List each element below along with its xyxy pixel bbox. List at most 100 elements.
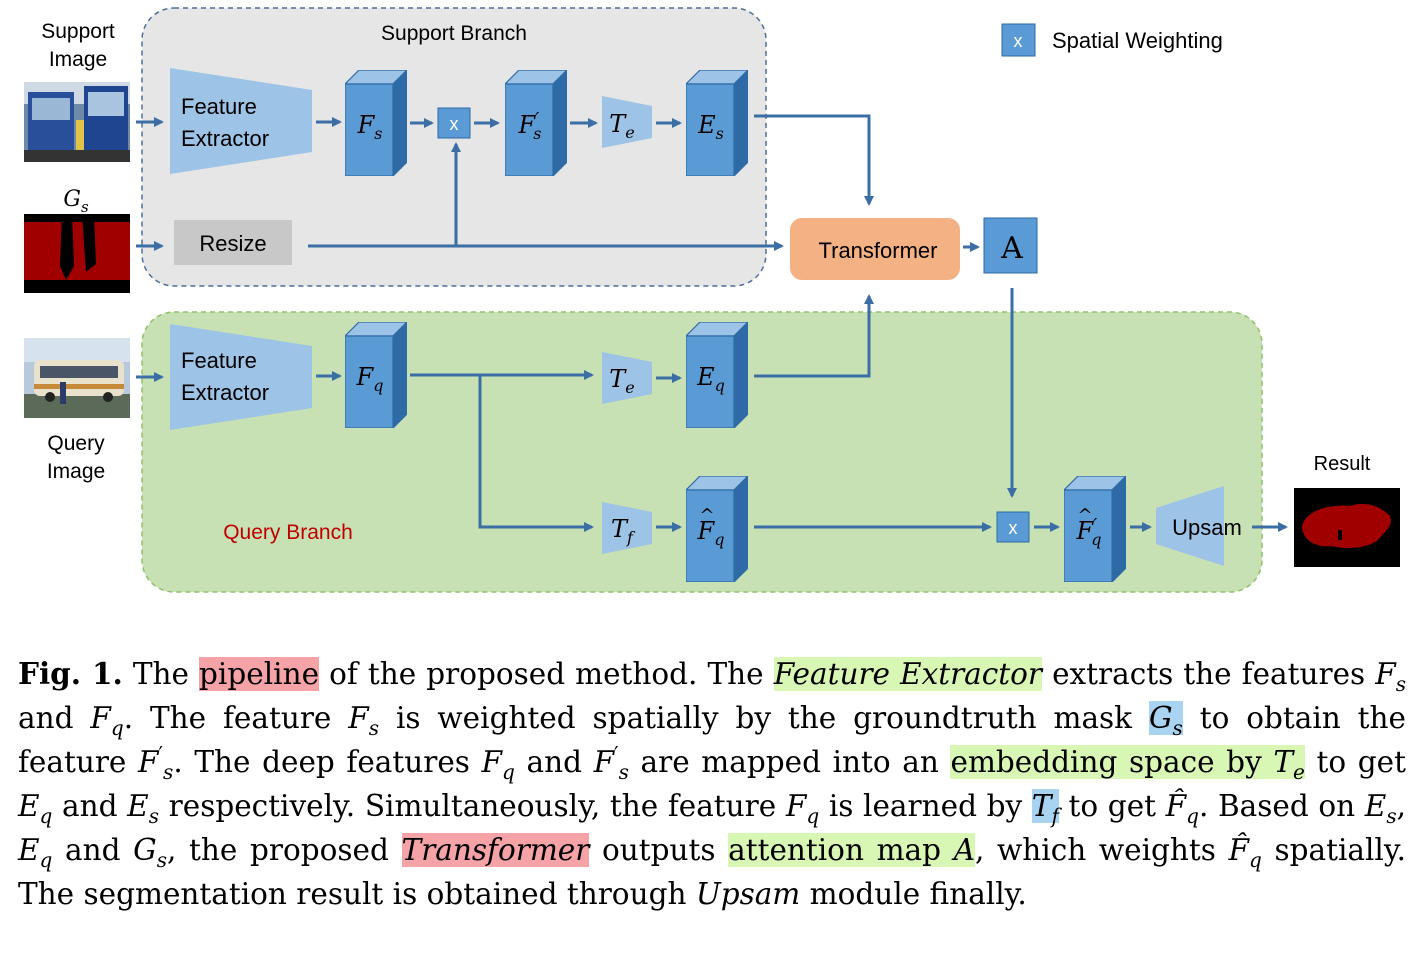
svg-text:x: x [1014,31,1023,51]
svg-text:Fs: Fs [357,111,383,143]
caption-segment: A [953,833,975,867]
caption-segment: F̂q [1228,833,1262,872]
caption-segment: Tf [1031,789,1059,828]
query-image-label-line1: Query [47,432,105,455]
caption-segment: is learned by [819,789,1032,823]
caption-segment: Es [1364,789,1397,828]
flow-arrows [136,114,1288,532]
eq-block: Eq [686,322,748,428]
svg-text:Feature: Feature [181,348,257,373]
svg-text:Tf: Tf [611,515,636,547]
caption-segment: , [1396,789,1407,823]
caption-segment: outputs [589,833,729,867]
svg-text:x: x [1009,518,1018,538]
caption-segment: Fq [481,745,515,784]
svg-text:Fq: Fq [697,517,725,549]
caption-segment: . The feature [123,701,349,735]
caption-segment: spatially. The segmentation result is ob… [18,833,1406,911]
caption-segment: embedding space by [950,745,1274,779]
result-mask-thumbnail [1294,488,1400,567]
support-mask-thumbnail [24,214,130,293]
caption-segment: attention map [728,833,954,867]
result-label: Result [1314,453,1371,475]
svg-text:Feature: Feature [181,94,257,119]
caption-segment: . Based on [1198,789,1365,823]
te-query-block: Te [602,352,652,404]
caption-segment: Fs [1375,657,1406,696]
support-image-label-line1: Support [41,20,115,43]
caption-segment: of the proposed method. The [319,657,774,691]
svg-text:Eq: Eq [696,363,725,395]
caption-segment: and [52,833,134,867]
caption-segment: Gs [1148,701,1183,740]
legend-swatch [1001,23,1036,57]
svg-text:^: ^ [699,505,714,526]
caption-segment: Transformer [401,833,590,867]
svg-text:A: A [1000,231,1023,266]
upsam-block: Upsam [1156,486,1242,566]
support-image-thumbnail [24,82,130,162]
figure-caption: Fig. 1. The pipeline of the proposed met… [18,652,1406,916]
te-support-block: Te [602,96,652,148]
caption-segment: , which weights [975,833,1229,867]
caption-segment: and [514,745,594,779]
spatial-weighting-query: x [996,511,1030,543]
attention-map-block: A [983,217,1038,274]
support-feature-extractor: Feature Extractor [170,68,312,174]
query-image-label-line2: Image [47,460,105,483]
caption-segment: and [52,789,128,823]
query-branch-label: Query Branch [223,521,353,544]
svg-text:Upsam: Upsam [1172,515,1242,540]
transformer-block: Transformer [790,218,960,280]
query-image-thumbnail [24,338,130,418]
caption-segment: is weighted spatially by the groundtruth… [379,701,1149,735]
svg-text:Te: Te [609,110,634,142]
caption-segment: Es [127,789,159,828]
caption-segment: F′s [138,742,174,784]
caption-segment: F̂q [1165,789,1199,828]
caption-segment: Eq [18,833,53,872]
caption-segment: Upsam [695,877,801,911]
svg-text:Es: Es [697,111,724,143]
svg-text:F′q: F′q [1076,515,1102,549]
svg-text:Te: Te [609,365,634,397]
query-feature-extractor: Feature Extractor [170,324,312,430]
svg-text:^: ^ [1077,505,1092,526]
caption-segment: and [18,701,91,735]
caption-segment: module finally. [800,877,1027,911]
es-block: Es [686,70,748,176]
caption-segment: Eq [18,789,53,828]
legend-text: Spatial Weighting [1052,28,1223,53]
svg-text:Transformer: Transformer [819,238,938,263]
gs-label: Gs [63,187,89,216]
caption-segment: pipeline [199,657,320,691]
support-image-label-line2: Image [49,48,107,71]
caption-segment: , the proposed [167,833,402,867]
resize-block: Resize [174,220,292,265]
svg-text:Resize: Resize [199,231,266,256]
support-branch-label: Support Branch [381,22,527,45]
caption-segment: Fq [785,789,820,828]
caption-segment: Fs [348,701,380,740]
svg-text:Extractor: Extractor [181,126,269,151]
fq-hat-block: Fq ^ [686,476,748,582]
caption-segment: to get [1304,745,1406,779]
figure-number: Fig. 1. [18,656,123,691]
caption-segment: respectively. Simultaneously, the featur… [159,789,786,823]
fs-block: Fs [345,70,407,176]
caption-segment: Feature Extractor [773,657,1043,691]
caption-segment: Te [1273,745,1305,784]
caption-body: The pipeline of the proposed method. The… [18,657,1406,911]
caption-segment: are mapped into an [628,745,951,779]
fq-block: Fq [345,322,407,428]
caption-segment: to obtain the feature [18,701,1406,779]
caption-segment: Gs [133,833,168,872]
fq-hat-prime-block: F′q ^ [1064,476,1126,582]
caption-segment: extracts the features [1042,657,1376,691]
svg-text:F′s: F′s [518,109,542,143]
svg-text:Extractor: Extractor [181,380,269,405]
pipeline-diagram: Support Branch Query Branch Support Imag… [24,7,1400,593]
svg-text:Fq: Fq [356,363,384,395]
svg-text:x: x [450,114,459,134]
fs-prime-block: F′s [505,70,567,176]
